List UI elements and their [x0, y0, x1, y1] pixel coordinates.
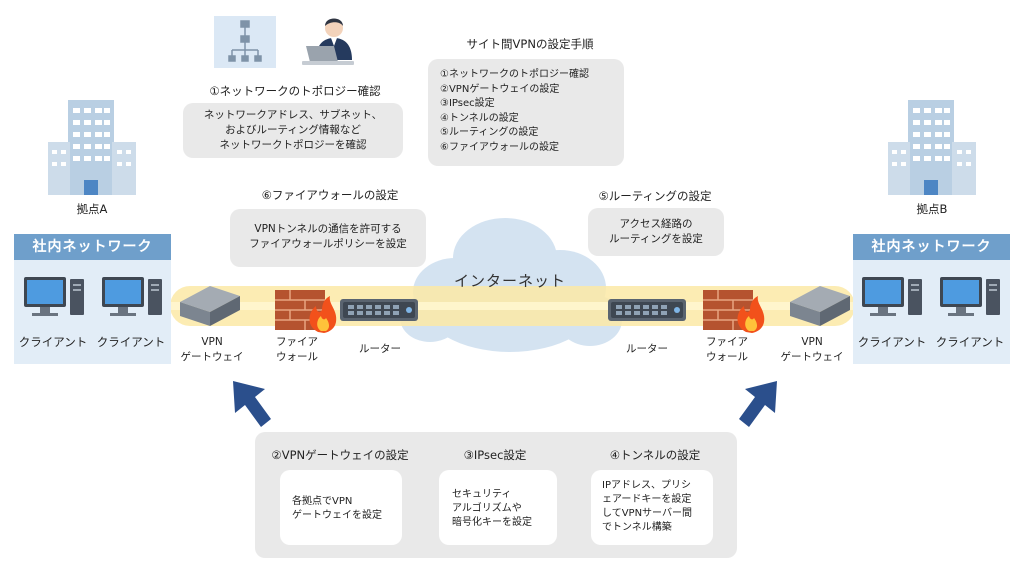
site-a-client-2-label: クライアント	[96, 335, 166, 349]
vpn-gateway-right-label: VPN ゲートウェイ	[780, 336, 844, 363]
site-a-label: 拠点A	[76, 202, 108, 216]
step2-desc: 各拠点でVPN ゲートウェイを設定	[292, 496, 382, 521]
step3-heading: ③IPsec設定	[463, 448, 527, 462]
step1-box	[183, 103, 403, 158]
diagram-title: サイト間VPNの設定手順	[466, 37, 594, 51]
arrow-up-left-icon	[233, 381, 271, 427]
step6-heading: ⑥ファイアウォールの設定	[261, 188, 399, 202]
step1-desc: ネットワークアドレス、サブネット、 およびルーティング情報など ネットワークトポ…	[203, 109, 383, 151]
step4-desc: IPアドレス、プリシ ェアードキーを設定 してVPNサーバー間 でトンネル構築	[602, 480, 692, 533]
building-a-icon	[48, 100, 136, 195]
router-right-label: ルーター	[626, 343, 668, 355]
router-left-label: ルーター	[359, 343, 401, 355]
arrow-up-right-icon	[739, 381, 777, 427]
step5-box	[588, 208, 724, 256]
step5-heading: ⑤ルーティングの設定	[598, 189, 712, 203]
internet-label: インターネット	[453, 272, 566, 290]
site-a-network-title: 社内ネットワーク	[14, 234, 171, 260]
site-b-client-2-label: クライアント	[935, 335, 1005, 349]
site-a-client-1-label: クライアント	[18, 335, 88, 349]
step1-heading: ①ネットワークのトポロジー確認	[209, 84, 381, 98]
steps-list: ①ネットワークのトポロジー確認 ②VPNゲートウェイの設定 ③IPsec設定 ④…	[440, 69, 589, 153]
topology-diagram-icon	[214, 16, 276, 68]
building-b-icon	[888, 100, 976, 195]
step2-box	[280, 470, 402, 545]
vpn-gateway-left-label: VPN ゲートウェイ	[180, 336, 244, 363]
step3-box	[439, 470, 557, 545]
fire-right-icon	[737, 296, 765, 333]
step2-heading: ②VPNゲートウェイの設定	[271, 448, 409, 462]
step6-box	[230, 209, 426, 267]
step3-desc: セキュリティ アルゴリズムや 暗号化キーを設定	[452, 489, 532, 528]
step5-desc: アクセス経路の ルーティングを設定	[609, 218, 703, 245]
firewall-left-label: ファイア ウォール	[276, 336, 318, 363]
step4-box	[591, 470, 713, 545]
site-b-label: 拠点B	[916, 202, 948, 216]
vpn-gateway-left-icon	[180, 286, 240, 326]
router-right-icon	[608, 299, 686, 321]
router-left-icon	[340, 299, 418, 321]
site-b-network-title: 社内ネットワーク	[853, 234, 1010, 260]
step4-heading: ④トンネルの設定	[609, 448, 701, 462]
firewall-right-label: ファイア ウォール	[706, 336, 748, 363]
vpn-gateway-right-icon	[790, 286, 850, 326]
step6-desc: VPNトンネルの通信を許可する ファイアウォールポリシーを設定	[249, 223, 407, 250]
site-b-client-1-label: クライアント	[857, 335, 927, 349]
person-laptop-icon	[302, 18, 354, 65]
steps-list-box	[428, 59, 624, 166]
fire-left-icon	[309, 296, 337, 333]
